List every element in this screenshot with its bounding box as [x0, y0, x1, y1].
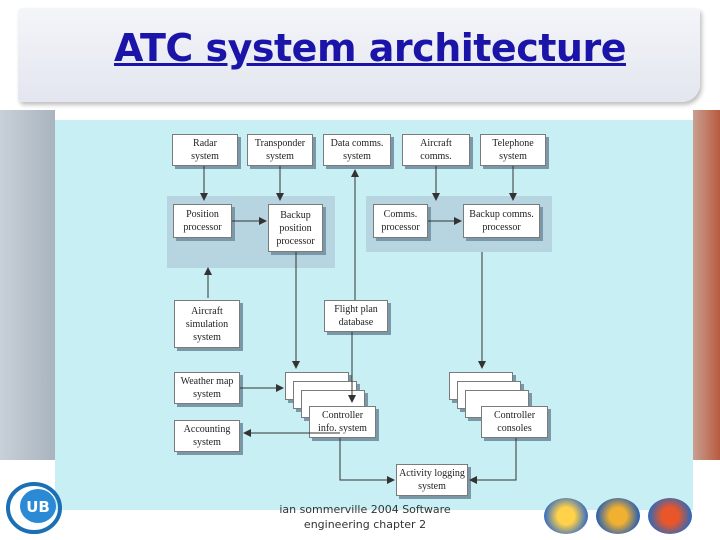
telephone-system-node: Telephone system	[480, 134, 546, 166]
position-processor-node: Position processor	[173, 204, 232, 238]
slide-footer: ian sommerville 2004 Software engineerin…	[279, 503, 451, 531]
radar-system-node: Radar system	[172, 134, 238, 166]
aircraft-simulation-node: Aircraft simulation system	[174, 300, 240, 348]
accounting-system-node: Accounting system	[174, 420, 240, 452]
controller-info-node: Controller info. system	[309, 406, 376, 438]
controller-consoles-node: Controller consoles	[481, 406, 548, 438]
right-decor	[693, 110, 720, 460]
transponder-system-node: Transponder system	[247, 134, 313, 166]
slide-title: ATC system architecture	[114, 26, 626, 70]
backup-position-processor-node: Backup position processor	[268, 204, 323, 252]
ub-logo: UB	[6, 482, 62, 534]
activity-logging-node: Activity logging system	[396, 464, 468, 496]
badge-icon-2	[596, 498, 640, 534]
comms-processor-node: Comms. processor	[373, 204, 428, 238]
svg-text:UB: UB	[26, 498, 50, 516]
weather-map-node: Weather map system	[174, 372, 240, 404]
badge-icon-3	[648, 498, 692, 534]
title-bar	[18, 8, 700, 102]
badge-icon-1	[544, 498, 588, 534]
data-comms-system-node: Data comms. system	[323, 134, 391, 166]
backup-comms-processor-node: Backup comms. processor	[463, 204, 540, 238]
aircraft-comms-node: Aircraft comms.	[402, 134, 470, 166]
flight-plan-database-node: Flight plan database	[324, 300, 388, 332]
left-decor	[0, 110, 55, 460]
